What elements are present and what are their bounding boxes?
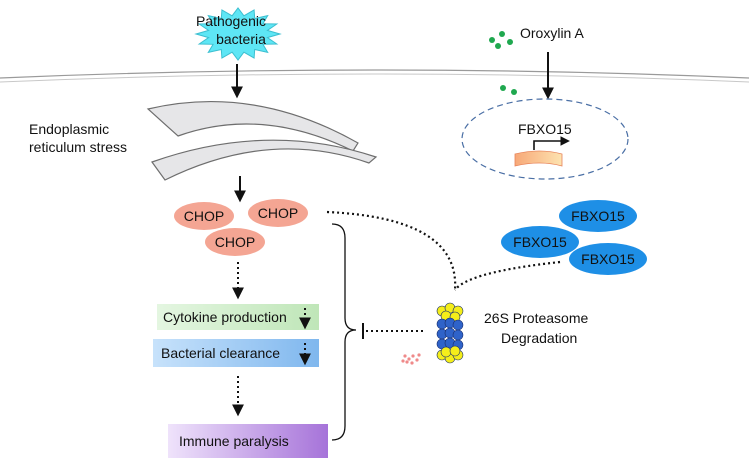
chop-label: CHOP <box>258 205 298 221</box>
fbxo15-gene-label: FBXO15 <box>518 121 572 137</box>
immune-paralysis-box <box>168 424 328 458</box>
fbxo15-protein: FBXO15 <box>501 226 579 258</box>
endoplasmic-reticulum <box>146 101 378 181</box>
fbxo15-protein-label: FBXO15 <box>581 251 635 267</box>
oroxylin-label: Oroxylin A <box>520 25 584 41</box>
fbxo15-protein: FBXO15 <box>559 200 637 232</box>
er-stress-label-line2: reticulum stress <box>29 139 127 155</box>
fbxo15-protein-label: FBXO15 <box>513 234 567 250</box>
cytokine-production-label: Cytokine production <box>163 309 287 325</box>
proteasome-label-line1: 26S Proteasome <box>484 310 588 326</box>
chop-protein: CHOP <box>174 202 234 230</box>
er-stress-label-line1: Endoplasmic <box>29 121 109 137</box>
cytokine-production-box <box>157 304 319 330</box>
proteasome-icon <box>436 302 464 364</box>
pathogen-label-line2: bacteria <box>216 31 266 47</box>
grouping-bracket <box>331 223 357 441</box>
chop-protein: CHOP <box>205 228 265 256</box>
fbxo15-protein-label: FBXO15 <box>571 208 625 224</box>
nucleus <box>461 98 629 180</box>
dotted-chop-to-proteasome <box>326 210 457 291</box>
chop-protein: CHOP <box>248 199 308 227</box>
cell-membrane <box>0 69 749 79</box>
fbxo15-protein: FBXO15 <box>569 243 647 275</box>
pathogen-label-line1: Pathogenic <box>196 13 266 29</box>
chop-label: CHOP <box>184 208 224 224</box>
bacterial-clearance-box <box>153 339 319 367</box>
dotted-fbxo15-to-proteasome <box>454 260 561 291</box>
chop-label: CHOP <box>215 234 255 250</box>
pathogen-starburst-icon: Pathogenic bacteria <box>194 7 282 61</box>
immune-paralysis-label: Immune paralysis <box>179 433 289 449</box>
bacterial-clearance-label: Bacterial clearance <box>161 345 280 361</box>
dna-arrow-icon <box>514 136 570 167</box>
peptide-fragments-icon <box>401 353 421 365</box>
oroxylin-dots-icon <box>489 31 517 95</box>
cell-membrane-inner <box>0 73 749 83</box>
proteasome-label-line2: Degradation <box>501 330 577 346</box>
